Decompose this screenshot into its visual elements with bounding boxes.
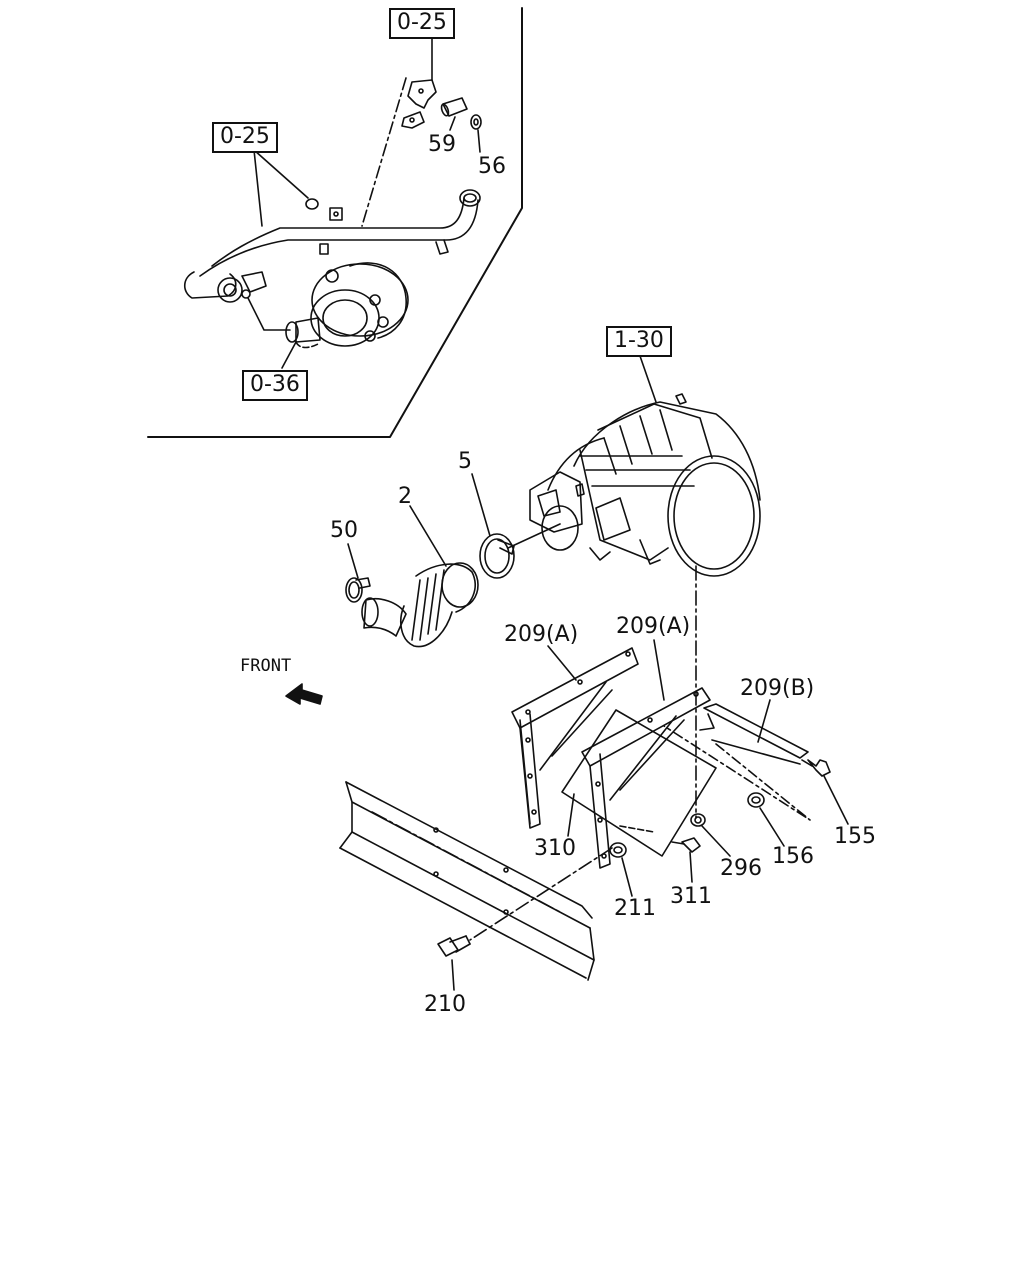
part-label-156: 156 — [772, 844, 814, 869]
front-direction-label: FRONT — [240, 656, 292, 676]
part-label-209b: 209(B) — [740, 676, 815, 701]
frame-channel — [339, 781, 595, 981]
part-label-310: 310 — [534, 836, 576, 861]
part-label-209a-left: 209(A) — [504, 622, 579, 647]
part-label-59: 59 — [428, 132, 456, 157]
ref-box-air-cleaner: 1-30 — [606, 326, 672, 357]
ref-box-turbocharger: 0-36 — [242, 370, 308, 401]
front-arrow-icon — [285, 683, 323, 705]
part-label-296: 296 — [720, 856, 762, 881]
part-label-5: 5 — [458, 449, 472, 474]
part-label-50: 50 — [330, 518, 358, 543]
mounting-brackets — [511, 647, 811, 869]
intake-hose — [361, 505, 479, 648]
oil-pipe — [183, 149, 481, 331]
pipe-clip-assembly — [361, 35, 482, 227]
part-label-211: 211 — [614, 896, 656, 921]
part-label-209a-right: 209(A) — [616, 614, 691, 639]
part-label-311: 311 — [670, 884, 712, 909]
air-cleaner — [507, 355, 761, 577]
turbocharger — [281, 262, 409, 369]
part-label-155: 155 — [834, 824, 876, 849]
ref-box-oil-pipe: 0-25 — [212, 122, 278, 153]
hose-clamp — [471, 473, 515, 579]
part-label-210: 210 — [424, 992, 466, 1017]
part-label-56: 56 — [478, 154, 506, 179]
bracket-leaders — [547, 639, 771, 743]
fasteners — [437, 565, 849, 991]
inset-border — [147, 7, 523, 438]
part-label-2: 2 — [398, 484, 412, 509]
ref-box-top-clip: 0-25 — [389, 8, 455, 39]
small-clamp — [345, 543, 371, 603]
